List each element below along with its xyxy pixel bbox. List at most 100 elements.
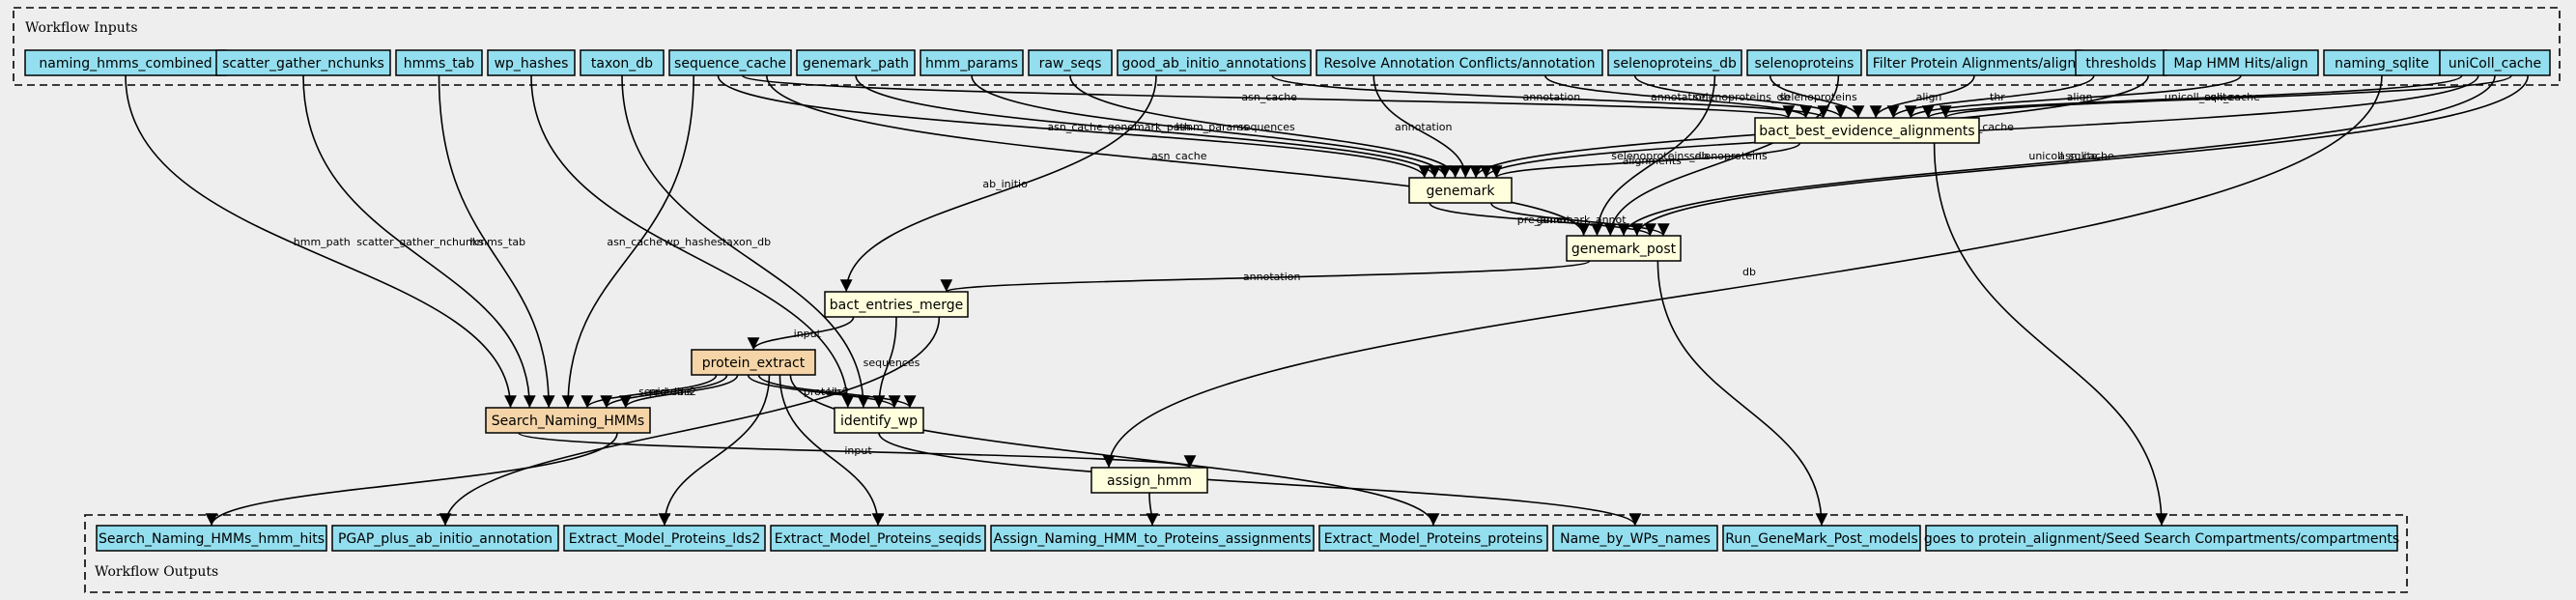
workflow-inputs-title: Workflow Inputs	[25, 20, 138, 36]
node-box	[331, 525, 559, 552]
node-box	[2323, 49, 2441, 76]
edge-bact-best-to-out-compartments	[1933, 142, 2168, 527]
input-node-taxon-db[interactable]: taxon_db	[580, 49, 665, 76]
input-node-raw-seqs[interactable]: raw_seqs	[1028, 49, 1113, 76]
node-box	[920, 49, 1024, 76]
node-label: taxon_db	[591, 56, 653, 71]
edge-label: pre_annot	[1517, 214, 1571, 226]
edge-label: asn_cache	[1047, 121, 1103, 133]
edge-line	[1630, 74, 2529, 237]
node-label: raw_seqs	[1039, 56, 1102, 71]
output-node-out-proteins[interactable]: Extract_Model_Proteins_proteins	[1318, 525, 1548, 552]
edge-hmms-tab-to-search-naming-hmms-tab: hmms_tab	[438, 74, 555, 409]
step-node-protein-extract[interactable]: protein_extract	[691, 349, 816, 376]
edge-line	[1146, 492, 1159, 527]
step-node-bact-entries-merge[interactable]: bact_entries_merge	[824, 291, 969, 318]
input-node-good-ab-initio[interactable]: good_ab_initio_annotations	[1117, 49, 1312, 76]
edge-assign-hmm-to-out-assign	[1146, 492, 1159, 527]
output-node-out-pgap[interactable]: PGAP_plus_ab_initio_annotation	[331, 525, 559, 552]
edge-label: genemark_annot	[1537, 214, 1628, 226]
node-box	[395, 49, 483, 76]
edge-line	[600, 374, 728, 409]
input-node-genemark-path[interactable]: genemark_path	[796, 49, 916, 76]
input-node-hmm-params[interactable]: hmm_params	[920, 49, 1024, 76]
edge-label: asn_cache	[1241, 91, 1297, 103]
edge-hmm-params-to-genemark-hmm-params: hmm_params	[971, 74, 1452, 179]
edge-line	[872, 316, 897, 409]
output-node-out-lds2[interactable]: Extract_Model_Proteins_lds2	[563, 525, 766, 552]
input-node-selenoproteins[interactable]: selenoproteins	[1746, 49, 1862, 76]
edge-bact-entries-merge-to-protein-extract-input: input	[747, 316, 855, 351]
input-node-wp-hashes[interactable]: wp_hashes	[487, 49, 576, 76]
edge-label: unicoll_sqlite	[2028, 150, 2098, 162]
edge-scatter-gather-nchunks-to-search-naming-scatter-gather-nchunks: scatter_gather_nchunks	[302, 74, 536, 409]
edge-label: hmm_params	[1175, 121, 1249, 133]
edge-sequence-cache-to-genemark-post-asn-cache: asn_cache	[766, 74, 1590, 237]
input-node-scatter-gather-nchunks[interactable]: scatter_gather_nchunks	[215, 49, 391, 76]
output-node-out-compartments[interactable]: goes to protein_alignment/Seed Search Co…	[1924, 525, 2399, 552]
edge-good-ab-initio-to-bact-entries-merge-ab-initio: ab_initio	[839, 74, 1157, 293]
node-box	[1318, 525, 1548, 552]
node-box	[1866, 49, 2082, 76]
input-node-hmms-tab[interactable]: hmms_tab	[395, 49, 483, 76]
edge-protein-extract-to-identify-wp-lds2: lds2	[757, 374, 917, 409]
edge-sequence-cache-to-genemark-asn-cache: asn_cache	[717, 74, 1431, 179]
input-node-naming-hmms-combined[interactable]: naming_hmms_combined	[24, 49, 227, 76]
input-node-filter-align[interactable]: Filter Protein Alignments/align	[1866, 49, 2082, 76]
node-box	[1552, 525, 1718, 552]
output-node-out-hmm-hits[interactable]: Search_Naming_HMMs_hmm_hits	[96, 525, 327, 552]
edge-line	[1490, 202, 1670, 237]
step-node-search-naming[interactable]: Search_Naming_HMMs	[485, 407, 651, 434]
node-label: Extract_Model_Proteins_proteins	[1324, 531, 1543, 547]
node-box	[1607, 49, 1742, 76]
node-box	[96, 525, 327, 552]
edge-label: ab_initio	[982, 178, 1028, 190]
input-node-thresholds[interactable]: thresholds	[2075, 49, 2167, 76]
input-node-selenoproteins-db[interactable]: selenoproteins_db	[1607, 49, 1742, 76]
edge-line	[855, 74, 1441, 179]
output-node-out-genemark-models[interactable]: Run_GeneMark_Post_models	[1722, 525, 1921, 552]
output-node-out-wp-names[interactable]: Name_by_WPs_names	[1552, 525, 1718, 552]
edge-label: alignments	[1623, 155, 1683, 167]
edge-protein-extract-to-out-seqids	[778, 374, 885, 527]
edge-unicoll-cache-to-genemark-post-asn-cache: asn_cache	[1630, 74, 2529, 237]
output-node-out-assign[interactable]: Assign_Naming_HMM_to_Proteins_assignment…	[990, 525, 1315, 552]
step-node-genemark-post[interactable]: genemark_post	[1566, 235, 1682, 262]
edge-label: wp_hashes	[665, 236, 723, 248]
edge-good-ab-initio-to-bact-best-annotation: annotation	[1271, 74, 1829, 119]
edge-line	[658, 374, 771, 527]
edge-filter-align-to-bact-best-align: align	[1869, 74, 1975, 119]
node-box	[24, 49, 227, 76]
step-node-genemark[interactable]: genemark	[1408, 177, 1513, 204]
input-node-sequence-cache[interactable]: sequence_cache	[668, 49, 792, 76]
node-box	[2163, 49, 2319, 76]
step-node-assign-hmm[interactable]: assign_hmm	[1090, 467, 1208, 494]
step-node-identify-wp[interactable]: identify_wp	[834, 407, 924, 434]
input-node-unicoll-cache[interactable]: uniColl_cache	[2439, 49, 2551, 76]
node-box	[1090, 467, 1208, 494]
node-label: Extract_Model_Proteins_seqids	[775, 531, 981, 547]
node-label: naming_sqlite	[2335, 56, 2429, 71]
edge-genemark-post-to-out-genemark-models	[1656, 260, 1828, 527]
node-label: Filter Protein Alignments/align	[1873, 56, 2077, 71]
output-node-out-seqids[interactable]: Extract_Model_Proteins_seqids	[770, 525, 986, 552]
node-label: Run_GeneMark_Post_models	[1725, 531, 1918, 547]
edge-label: annotation	[1243, 271, 1301, 283]
node-box	[1925, 525, 2398, 552]
edge-protein-extract-to-search-naming-lds2: lds2	[619, 374, 739, 409]
step-node-bact-best[interactable]: bact_best_evidence_alignments	[1754, 117, 1980, 144]
edge-label: sequences	[863, 357, 920, 369]
node-label: bact_best_evidence_alignments	[1759, 124, 1974, 139]
input-node-map-hmm-align[interactable]: Map HMM Hits/align	[2163, 49, 2319, 76]
edge-identify-wp-to-out-wp-names	[878, 432, 1642, 527]
edge-naming-hmms-combined-to-search-naming-hmm-path: hmm_path	[125, 74, 517, 409]
node-label: goes to protein_alignment/Seed Search Co…	[1924, 531, 2399, 547]
edge-label: thr	[1990, 91, 2005, 103]
edge-label: asn_cache	[607, 236, 663, 248]
edge-line	[1769, 74, 1865, 119]
input-node-resolve-conflicts[interactable]: Resolve Annotation Conflicts/annotation	[1316, 49, 1603, 76]
input-node-naming-sqlite[interactable]: naming_sqlite	[2323, 49, 2441, 76]
node-label: naming_hmms_combined	[39, 56, 212, 71]
edge-label: annotation	[1523, 91, 1581, 103]
